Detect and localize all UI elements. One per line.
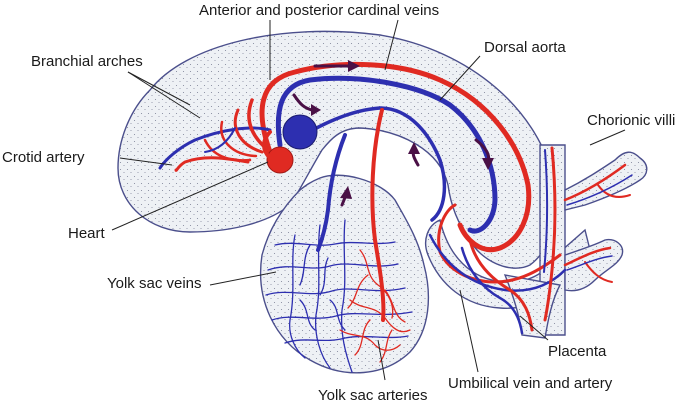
chorionic-villi-upper	[563, 151, 648, 211]
label-crotid-artery: Crotid artery	[2, 149, 85, 166]
label-heart: Heart	[68, 225, 106, 242]
label-cardinal-veins: Anterior and posterior cardinal veins	[199, 2, 439, 19]
label-yolk-sac-veins: Yolk sac veins	[107, 275, 202, 292]
cardinal-veins	[158, 75, 567, 292]
flow-arrow-aorta-curve	[474, 138, 494, 170]
flow-arrow-top	[313, 60, 360, 72]
heart	[262, 114, 318, 174]
flow-arrow-heart	[292, 93, 321, 116]
label-chorionic-villi: Chorionic villi	[587, 112, 675, 129]
flow-arrow-yolk	[340, 186, 352, 207]
yolk-sac-trunks	[316, 108, 386, 322]
label-dorsal-aorta: Dorsal aorta	[484, 39, 566, 56]
label-branchial-arches: Branchial arches	[31, 53, 143, 70]
embryo-body	[117, 30, 557, 269]
chorionic-villi-lower	[563, 238, 624, 292]
leader-lines	[111, 19, 626, 381]
label-yolk-sac-arteries: Yolk sac arteries	[318, 387, 428, 404]
umbilical-vessels	[460, 146, 557, 335]
label-umbilical: Umbilical vein and artery	[448, 375, 613, 392]
flow-arrow-cardinal	[408, 142, 420, 167]
label-placenta: Placenta	[548, 343, 607, 360]
